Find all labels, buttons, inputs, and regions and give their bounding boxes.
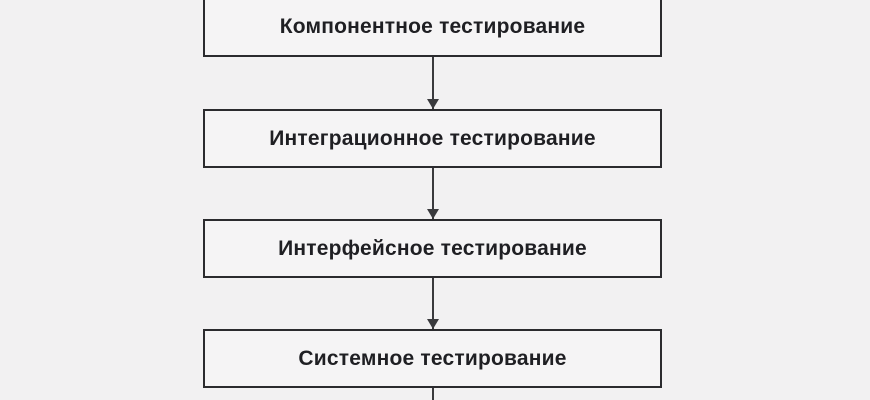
flow-node-interface-testing: Интерфейсное тестирование [203, 219, 662, 278]
flow-node-label: Системное тестирование [298, 346, 567, 370]
arrowhead-down-icon [427, 209, 439, 219]
flow-node-label: Интерфейсное тестирование [278, 236, 587, 260]
arrowhead-down-icon [427, 99, 439, 109]
flow-node-label: Компонентное тестирование [279, 14, 586, 38]
flow-node-system-testing: Системное тестирование [203, 329, 662, 388]
connector-arrow-3 [427, 278, 439, 329]
flow-node-component-testing: Компонентное тестирование [203, 0, 662, 57]
connector-arrow-1 [427, 57, 439, 109]
connector-arrow-2 [427, 168, 439, 219]
arrowhead-down-icon [427, 319, 439, 329]
connector-line-4-cutoff [432, 388, 434, 400]
flow-node-integration-testing: Интеграционное тестирование [203, 109, 662, 168]
flow-node-label: Интеграционное тестирование [269, 126, 596, 150]
